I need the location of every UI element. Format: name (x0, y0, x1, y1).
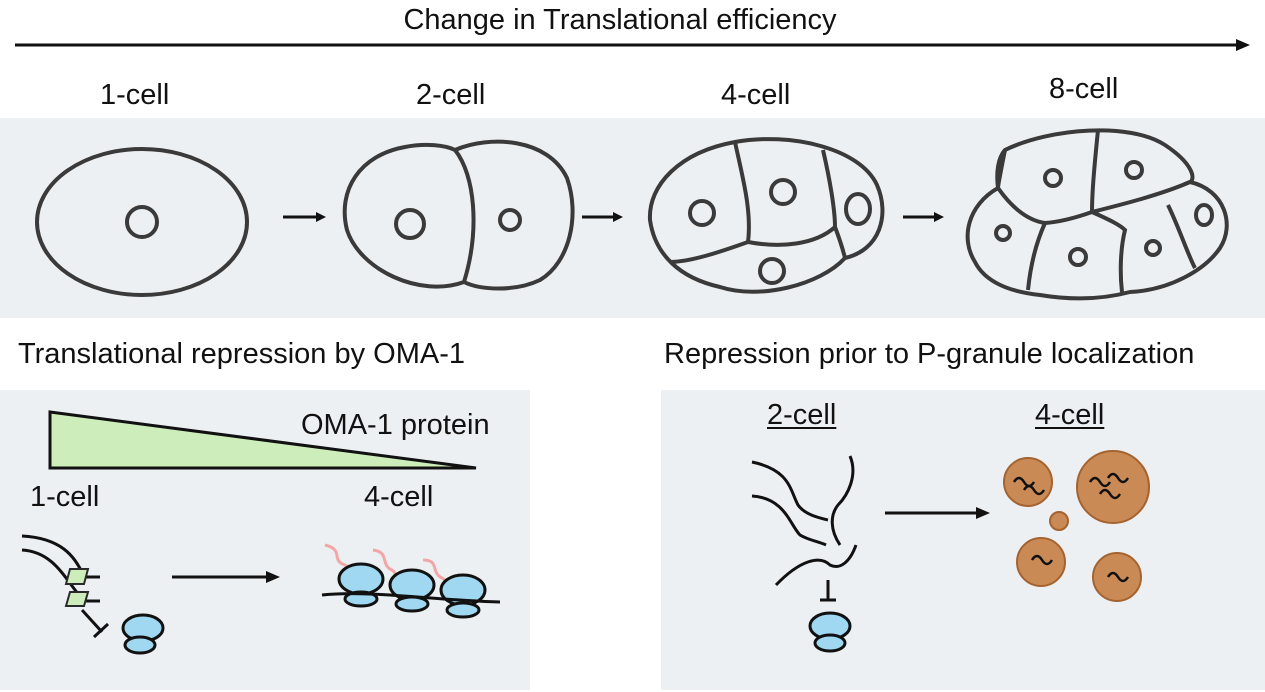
embryo-4-cell (647, 137, 885, 294)
p-granule-panel (661, 390, 1265, 690)
gradient-start-label: 1-cell (30, 481, 100, 513)
embryo-2-cell (342, 139, 575, 291)
granule-mrna-icon (1012, 472, 1130, 583)
granule-label-4-cell: 4-cell (1035, 399, 1105, 431)
embryo-8-cell (965, 128, 1229, 301)
p-granule-section-title: Repression prior to P-granule localizati… (664, 338, 1195, 370)
inhibition-symbol-right (820, 580, 836, 602)
granule-label-2-cell: 2-cell (767, 399, 837, 431)
oma1-protein-label: OMA-1 protein (301, 409, 490, 441)
stage-label-8-cell: 8-cell (1049, 73, 1119, 105)
translated-mrna (321, 592, 501, 604)
free-mrna-2-cell (751, 455, 858, 587)
nucleus (125, 205, 159, 239)
polysome-icon (337, 562, 487, 619)
oma1-gradient-triangle (48, 410, 477, 470)
oma1-section-title: Translational repression by OMA-1 (18, 338, 465, 370)
stage-label-2-cell: 2-cell (416, 79, 486, 111)
stage-label-1-cell: 1-cell (100, 79, 170, 111)
embryo-stages-panel (0, 118, 1265, 318)
free-ribosome-icon (121, 613, 165, 655)
oma1-progress-arrow (172, 571, 280, 583)
p-granule-icon (1003, 450, 1150, 602)
oma1-repressor-icon (64, 568, 90, 607)
inhibition-symbol (80, 608, 110, 639)
free-ribosome-icon-right (808, 611, 852, 653)
stage-arrows (283, 212, 944, 222)
gradient-end-label: 4-cell (364, 481, 434, 513)
stage-label-4-cell: 4-cell (721, 79, 791, 111)
p-granule-arrow (885, 507, 990, 519)
translational-efficiency-title: Change in Translational efficiency (403, 4, 837, 36)
embryo-1-cell (35, 147, 249, 297)
efficiency-arrow (15, 39, 1250, 51)
